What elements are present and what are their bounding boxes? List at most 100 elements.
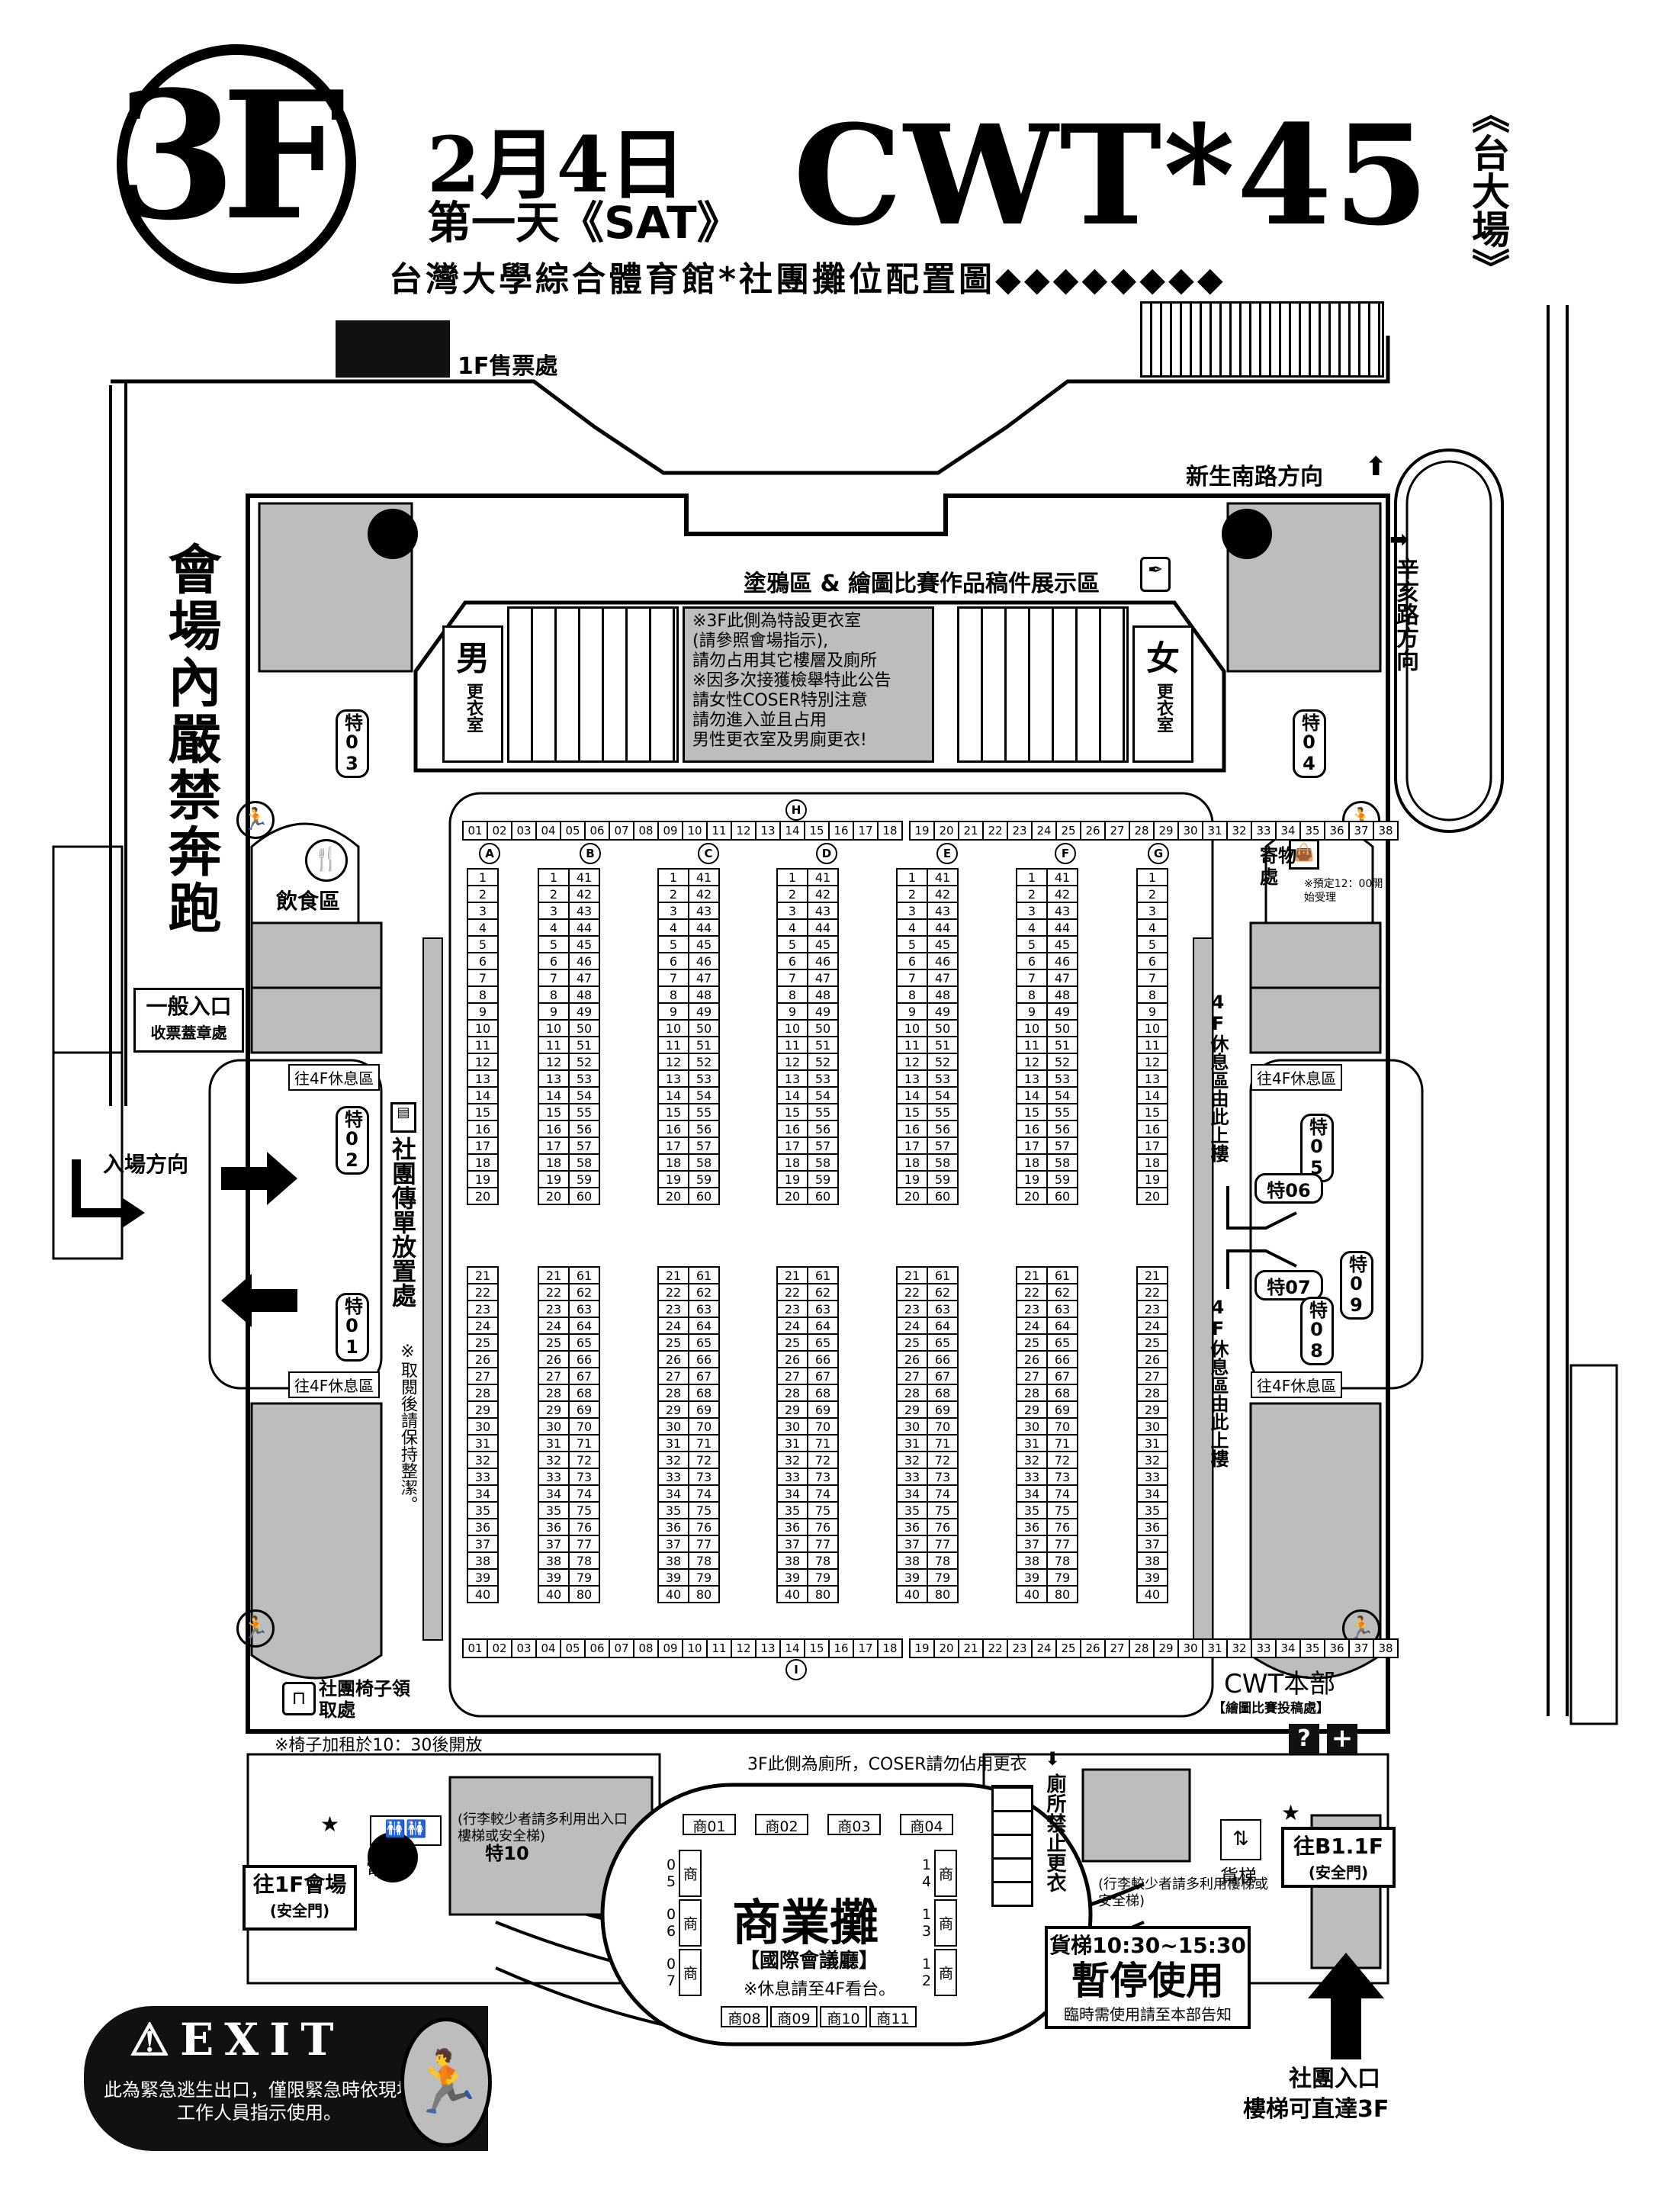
booth-cell: 24	[1031, 821, 1057, 841]
booth-cell: 38	[1373, 1638, 1399, 1658]
booth-cell: 71	[1046, 1434, 1078, 1452]
booth-cell: 66	[568, 1350, 600, 1368]
booth-cell: 64	[1046, 1317, 1078, 1335]
booth-cell: 59	[1046, 1170, 1078, 1188]
booth-cell: 16	[896, 1120, 928, 1138]
floor-number: 3F	[114, 53, 345, 259]
booth-cell: 65	[688, 1333, 720, 1352]
checkroom-note: ※預定12：00開始受理	[1304, 878, 1383, 904]
booth-cell: 17	[853, 1638, 879, 1658]
booth-cell: 31	[896, 1434, 928, 1452]
booth-cell: 29	[776, 1400, 808, 1419]
booth-cell: 56	[807, 1120, 839, 1138]
event-title: CWT*45	[793, 95, 1431, 256]
booth-cell: 05	[560, 1638, 586, 1658]
booth-cell: 72	[688, 1451, 720, 1469]
ticket-office-label: 1F售票處	[458, 353, 558, 380]
booth-cell: 34	[1016, 1484, 1048, 1503]
booth-cell: 8	[896, 985, 928, 1004]
booth-cell: 19	[538, 1170, 570, 1188]
booth-cell: 13	[657, 1069, 689, 1088]
venue-tag: 《台大場》	[1466, 95, 1510, 286]
booth-cell: 27	[776, 1367, 808, 1385]
no-running-label: 會場內嚴禁奔跑	[159, 542, 222, 937]
row-label-B: B	[580, 843, 601, 864]
booth-cell: 15	[538, 1103, 570, 1121]
booth-cell: 9	[776, 1002, 808, 1021]
booth-cell: 14	[896, 1086, 928, 1104]
booth-cell: 48	[1046, 985, 1078, 1004]
booth-cell: 78	[807, 1551, 839, 1570]
booth-cell: 69	[807, 1400, 839, 1419]
booth-cell: 49	[688, 1002, 720, 1021]
booth-cell: 21	[467, 1266, 499, 1284]
row-label-E: E	[936, 843, 958, 864]
booth-cell: 58	[568, 1153, 600, 1172]
booth-cell: 13	[755, 1638, 781, 1658]
booth-cell: 50	[807, 1019, 839, 1037]
booth-cell: 10	[467, 1019, 499, 1037]
booth-cell: 25	[538, 1333, 570, 1352]
booth-cell: 10	[896, 1019, 928, 1037]
booth-cell: 33	[538, 1468, 570, 1486]
booth-cell: 71	[688, 1434, 720, 1452]
booth-cell: 35	[467, 1501, 499, 1519]
booth-cell: 19	[1136, 1170, 1168, 1188]
booth-cell: 20	[776, 1187, 808, 1205]
booth-cell: 68	[1046, 1384, 1078, 1402]
booth-cell: 4	[1136, 918, 1168, 937]
booth-cell: 42	[688, 885, 720, 903]
booth-cell: 51	[568, 1036, 600, 1054]
booth-cell: 35	[776, 1501, 808, 1519]
booth-cell: 45	[1046, 935, 1078, 953]
booth-cell: 24	[1031, 1638, 1057, 1658]
booth-cell: 60	[927, 1187, 959, 1205]
booth-cell: 2	[1016, 885, 1048, 903]
upstairs-label-bottom: 4F休息區由此上樓	[1207, 1297, 1229, 1468]
booth-cell: 70	[688, 1417, 720, 1436]
booth-cell: 2	[1136, 885, 1168, 903]
booth-cell: 63	[927, 1300, 959, 1318]
special-booth-01: 特01	[336, 1293, 369, 1362]
booth-cell: 68	[807, 1384, 839, 1402]
booth-cell: 29	[1016, 1400, 1048, 1419]
booth-cell: 60	[1046, 1187, 1078, 1205]
booth-cell: 62	[1046, 1283, 1078, 1301]
booth-cell: 7	[467, 969, 499, 987]
booth-cell: 28	[1129, 1638, 1155, 1658]
booth-cell: 2	[538, 885, 570, 903]
booth-cell: 16	[828, 1638, 854, 1658]
booth-cell: 33	[896, 1468, 928, 1486]
booth-cell: 2	[896, 885, 928, 903]
booth-cell: 51	[1046, 1036, 1078, 1054]
booth-cell: 29	[1136, 1400, 1168, 1419]
male-label: 男	[456, 639, 490, 678]
booth-cell: 38	[896, 1551, 928, 1570]
booth-cell: 55	[807, 1103, 839, 1121]
booth-cell: 47	[688, 969, 720, 987]
booth-cell: 26	[1080, 821, 1106, 841]
booth-cell: 69	[568, 1400, 600, 1419]
booth-cell: 34	[1275, 1638, 1301, 1658]
booth-cell: 22	[1136, 1283, 1168, 1301]
booth-cell: 70	[807, 1417, 839, 1436]
booth-cell: 60	[807, 1187, 839, 1205]
booth-cell: 36	[538, 1518, 570, 1536]
booth-cell: 17	[1136, 1137, 1168, 1155]
shop-stall: 商03	[827, 1814, 881, 1835]
booth-cell: 01	[462, 1638, 488, 1658]
booth-cell: 53	[807, 1069, 839, 1088]
booth-cell: 19	[909, 1638, 935, 1658]
booth-cell: 35	[1136, 1501, 1168, 1519]
row-label-C: C	[698, 843, 719, 864]
booth-cell: 3	[896, 902, 928, 920]
to-b1-label: 往B1.1F	[1293, 1834, 1384, 1859]
booth-cell: 23	[776, 1300, 808, 1318]
booth-cell: 14	[779, 1638, 805, 1658]
booth-cell: 36	[896, 1518, 928, 1536]
food-area-label: 飲食區	[276, 889, 341, 914]
